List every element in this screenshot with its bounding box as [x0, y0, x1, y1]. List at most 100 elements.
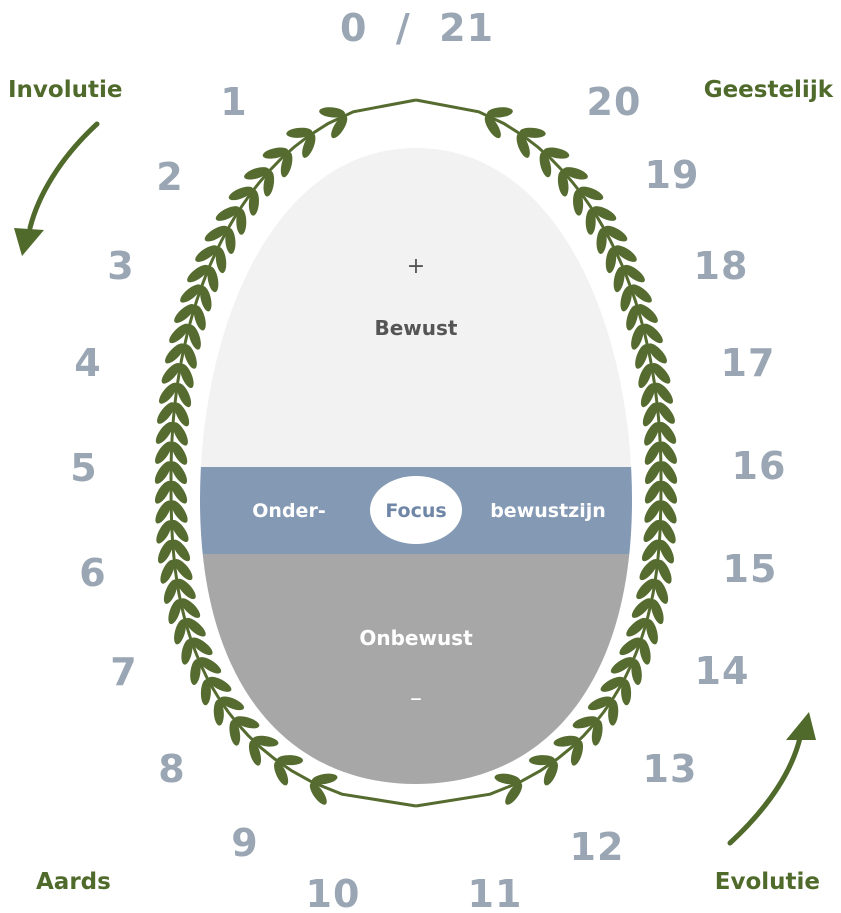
number-2: 2 [156, 155, 183, 199]
laurel-leaf [174, 619, 186, 645]
laurel-leaf [654, 382, 673, 404]
laurel-leaf [654, 579, 669, 604]
corner-label-geestelijk: Geestelijk [704, 77, 834, 103]
laurel-leaf [155, 500, 172, 524]
laurel-leaf [626, 305, 639, 331]
laurel-leaf [188, 324, 201, 350]
number-4: 4 [74, 341, 101, 385]
lower-region-unconscious [200, 554, 632, 784]
laurel-leaf [244, 167, 270, 180]
laurel-leaf [228, 186, 254, 201]
laurel-leaf [570, 740, 584, 766]
laurel-leaf [319, 107, 346, 118]
laurel-leaf [207, 676, 232, 692]
laurel-leaf [154, 480, 172, 504]
laurel-leaf [277, 755, 303, 766]
laurel-leaf [219, 696, 245, 711]
number-16: 16 [732, 444, 787, 488]
laurel-leaf [200, 285, 212, 312]
laurel-leaf [610, 657, 634, 674]
laurel-leaf [557, 170, 569, 197]
number-19: 19 [645, 153, 700, 197]
number-17: 17 [721, 341, 776, 385]
laurel-leaf [155, 441, 172, 464]
laurel-leaf [639, 639, 651, 665]
number-7: 7 [110, 650, 137, 694]
band-label-left: Onder- [252, 500, 325, 522]
number-11: 11 [468, 872, 523, 913]
laurel-leaf [190, 659, 201, 686]
right-numbers: 11 12 13 14 15 16 17 18 19 20 [468, 80, 787, 913]
laurel-leaf [657, 402, 675, 424]
laurel-leaf [635, 344, 649, 369]
laurel-leaf [543, 761, 558, 786]
laurel-leaf [155, 421, 173, 444]
laurel-leaf [311, 773, 338, 785]
band-label-right: bewustzijn [490, 500, 606, 522]
laurel-leaf [604, 225, 628, 242]
laurel-leaf [621, 679, 632, 706]
number-9: 9 [231, 821, 258, 865]
laurel-leaf [659, 421, 677, 444]
laurel-leaf [157, 402, 175, 424]
laurel-leaf [183, 344, 197, 369]
laurel-leaf [170, 480, 188, 504]
laurel-leaf [643, 519, 661, 543]
number-1: 1 [220, 80, 247, 124]
laurel-leaf [600, 676, 625, 692]
laurel-leaf [154, 461, 172, 484]
laurel-leaf [215, 206, 240, 221]
laurel-leaf [585, 208, 596, 235]
laurel-leaf [573, 189, 584, 216]
laurel-leaf [172, 422, 188, 446]
top-number-label: 0 / 21 [340, 6, 494, 50]
number-15: 15 [723, 547, 778, 591]
laurel-leaf [187, 264, 209, 283]
laurel-leaf [651, 362, 671, 384]
unconscious-label: Onbewust [359, 626, 473, 650]
laurel-leaf [587, 696, 613, 711]
laurel-leaf [331, 115, 348, 139]
laurel-leaf [572, 716, 598, 729]
corner-label-evolutie: Evolutie [715, 869, 820, 895]
upper-region-conscious [200, 148, 632, 467]
laurel-leaf [578, 186, 604, 201]
laurel-leaf [248, 740, 262, 766]
laurel-leaf [179, 363, 194, 389]
laurel-leaf [608, 699, 619, 726]
laurel-leaf [200, 679, 211, 706]
laurel-leaf [562, 167, 588, 180]
laurel-leaf [631, 598, 652, 618]
laurel-leaf [195, 245, 218, 262]
laurel-leaf [605, 247, 617, 274]
laurel-leaf [204, 225, 228, 242]
laurel-leaf [171, 500, 188, 523]
laurel-leaf [185, 617, 206, 637]
laurel-leaf [660, 480, 678, 504]
laurel-leaf [234, 716, 260, 729]
laurel-leaf [592, 206, 617, 221]
curved-arrow-down-left-icon [14, 121, 100, 256]
laurel-leaf [156, 520, 172, 544]
laurel-leaf [252, 735, 279, 747]
laurel-leaf [529, 755, 555, 766]
laurel-leaf [191, 637, 213, 656]
laurel-leaf [623, 264, 645, 283]
laurel-leaf [657, 559, 672, 584]
laurel-leaf [161, 362, 181, 384]
laurel-leaf [619, 637, 641, 656]
laurel-leaf [613, 266, 625, 293]
number-6: 6 [79, 551, 106, 595]
laurel-leaf [174, 304, 195, 323]
laurel-leaf [614, 245, 637, 262]
laurel-leaf [176, 578, 196, 600]
laurel-wreath-icon [154, 98, 678, 808]
laurel-leaf [280, 151, 293, 178]
laurel-leaf [646, 619, 658, 645]
focus-oval [370, 476, 462, 544]
laurel-leaf [644, 441, 661, 465]
laurel-leaf [274, 761, 289, 786]
number-20: 20 [587, 80, 642, 124]
laurel-leaf [165, 343, 185, 364]
